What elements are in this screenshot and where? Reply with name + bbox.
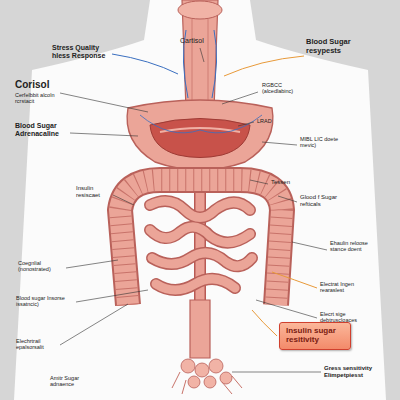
callout-label: Elechrtrail epalsorsalit [16,338,59,351]
rectum [190,300,210,358]
callout-label: Cartisol [180,37,220,45]
callout-label: LRAD [257,118,287,124]
vein [140,115,262,133]
leader-line [224,56,304,76]
callout-label: Coegnlial (nonostrated) [18,260,64,273]
callout-label: Amitr Sugar adnaence [50,375,92,388]
callout-label: Blood sugar Insorse issatncic) [16,295,74,308]
callout-label: Gress sensitivity Elimpetpiesst [324,365,386,379]
large-intestine [120,180,282,305]
callout-label: Blood Sugar Adrenacaline [15,122,67,138]
leader-line [252,310,277,336]
callout-label: Stress Quality hless Response [52,44,112,60]
callout-label: Glood f Sugar refticals [300,194,348,208]
stomach-inner [150,119,250,158]
callout-label: MIBL LIC doete mevic) [300,136,342,149]
small-intestine [150,201,252,290]
small-intestine [150,201,252,290]
large-intestine [120,180,282,305]
callout-label: Corisol [15,79,75,91]
callout-label: Ehaulin reloose stance doent [330,240,375,253]
highlight-box: Insulin sugar resitivity [279,322,351,350]
callout-label: RGBCC (alcedlabinc) [262,82,308,95]
box-text: Insulin sugar resitivity [286,327,344,345]
liver-organ [127,100,273,170]
pelvic-nodes [181,359,232,388]
nerve-roots [172,372,242,394]
callout-label: Tessen [271,179,301,186]
body-silhouette [14,0,386,400]
callout-label: Cerfelbbit alcoln rcrstacit [15,92,65,105]
callout-label: Electrat Ingen rearaslest [320,281,368,294]
callout-label: Blood Sugar resypests [306,38,362,55]
intestine-segments [120,180,282,305]
gland [178,1,222,19]
callout-label: Insulin resiscaet [76,185,112,199]
leader-line [112,54,178,74]
leader-line [272,272,317,288]
